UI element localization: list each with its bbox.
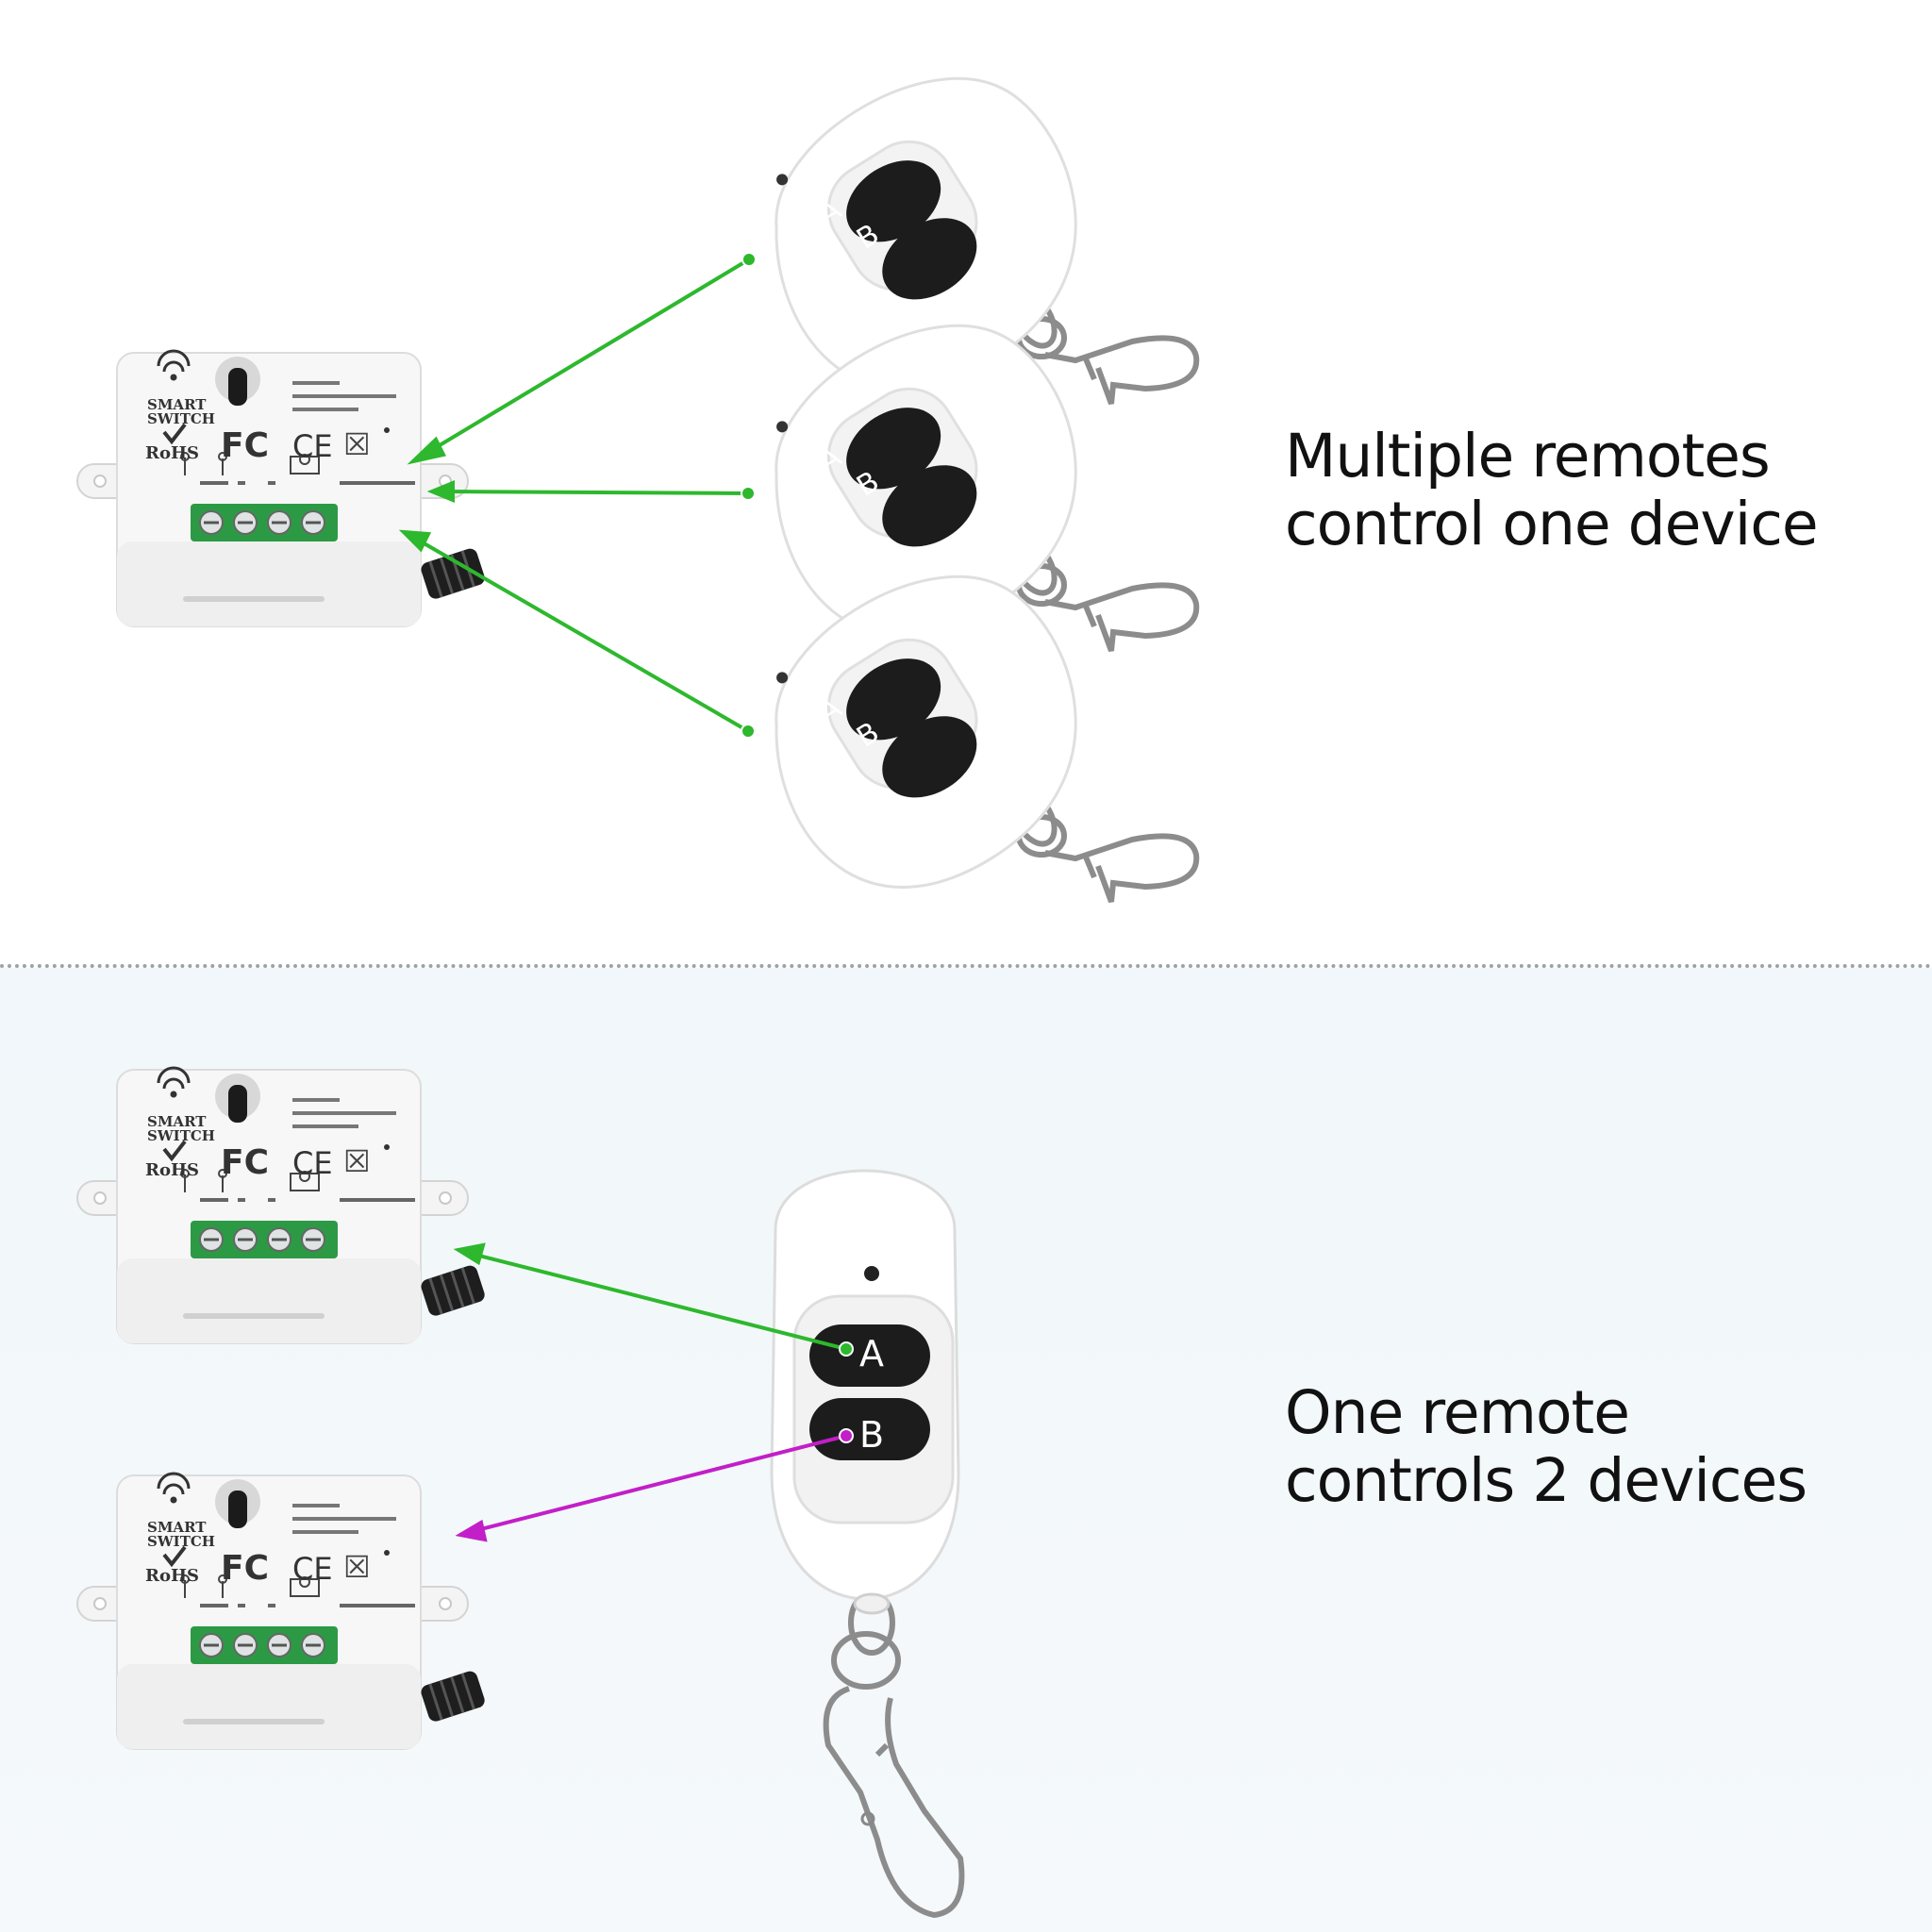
switch-module-top: SMART SWITCH RoHS FC CE ☒: [117, 353, 421, 626]
ce-mark: CE: [292, 1145, 333, 1181]
weee-icon: ☒: [343, 426, 371, 462]
brand-label: SMART SWITCH: [147, 396, 215, 427]
ce-mark: CE: [292, 1551, 333, 1587]
fc-mark: FC: [221, 1549, 270, 1588]
top-caption: Multiple remotes control one device: [1285, 422, 1819, 558]
brand-label: SMART SWITCH: [147, 1519, 215, 1550]
weee-icon: ☒: [343, 1549, 371, 1585]
switch-module-bottom-a: SMART SWITCH RoHS FC CE ☒: [117, 1070, 421, 1343]
bottom-caption-line2: controls 2 devices: [1285, 1446, 1807, 1515]
big-remote: A B: [770, 1169, 965, 1919]
top-arrows: [398, 252, 757, 739]
ce-mark: CE: [292, 428, 333, 464]
brand-label: SMART SWITCH: [147, 1113, 215, 1144]
section-divider: [0, 964, 1932, 968]
fc-mark: FC: [221, 1143, 270, 1182]
rohs-mark: RoHS: [145, 1566, 199, 1586]
button-a-label: A: [859, 1333, 884, 1374]
top-caption-line1: Multiple remotes: [1285, 422, 1771, 491]
switch-module-bottom-b: SMART SWITCH RoHS FC CE ☒: [117, 1475, 421, 1749]
rohs-mark: RoHS: [145, 1160, 199, 1180]
rohs-mark: RoHS: [145, 443, 199, 463]
bottom-caption-line1: One remote: [1285, 1378, 1630, 1447]
weee-icon: ☒: [343, 1143, 371, 1179]
top-caption-line2: control one device: [1285, 490, 1819, 558]
fc-mark: FC: [221, 426, 270, 465]
bottom-caption: One remote controls 2 devices: [1285, 1379, 1807, 1515]
bottom-arrows: [453, 1242, 854, 1542]
button-b-label: B: [859, 1414, 884, 1456]
